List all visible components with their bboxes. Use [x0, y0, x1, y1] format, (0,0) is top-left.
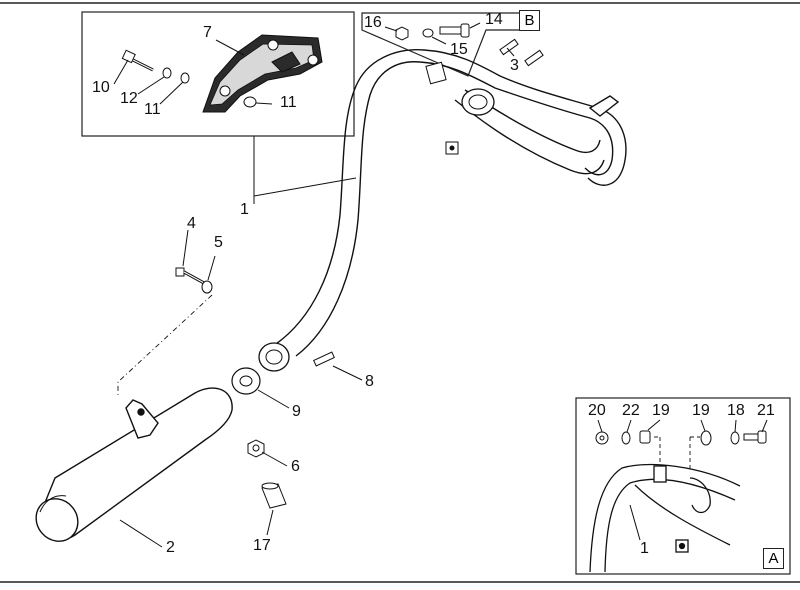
callout-1-detail: 1 — [640, 540, 649, 557]
bolt-4-icon — [175, 267, 205, 285]
pipe-outlet-flange-icon — [258, 342, 290, 372]
manifold-flange-icon — [425, 61, 495, 155]
callout-3: 3 — [510, 57, 519, 74]
callout-11-a: 11 — [144, 101, 161, 118]
nut-6-icon — [247, 439, 265, 458]
callout-21: 21 — [757, 402, 775, 419]
gasket-9-icon — [231, 367, 261, 395]
callout-15: 15 — [450, 41, 468, 58]
detail-tag-a: A — [763, 548, 784, 569]
washer-5-icon — [201, 280, 213, 294]
detail-tag-b: B — [519, 10, 540, 31]
bolt-3-icon — [499, 38, 544, 67]
nut-16-icon — [395, 26, 409, 41]
spacer-17-icon — [261, 482, 287, 509]
callout-10: 10 — [92, 79, 110, 96]
callout-5: 5 — [214, 234, 223, 251]
bolt-8-icon — [313, 351, 335, 367]
callout-7: 7 — [203, 24, 212, 41]
screw-10-icon — [121, 49, 154, 72]
detail-a-frame — [575, 397, 791, 575]
heat-shield-inset-frame — [81, 11, 355, 137]
callout-4: 4 — [187, 215, 196, 232]
callout-8: 8 — [365, 373, 374, 390]
callout-17: 17 — [253, 537, 271, 554]
callout-16: 16 — [364, 14, 382, 31]
callout-2: 2 — [166, 539, 175, 556]
detail-a-pipe-icon — [589, 463, 741, 573]
callout-6: 6 — [291, 458, 300, 475]
callout-14: 14 — [485, 11, 503, 28]
callout-9: 9 — [292, 403, 301, 420]
callout-1-main: 1 — [240, 201, 249, 218]
callout-12: 12 — [120, 90, 138, 107]
callout-22: 22 — [622, 402, 640, 419]
exhaust-pipe-icon — [275, 49, 627, 357]
callout-20: 20 — [588, 402, 606, 419]
washer-12-icon — [162, 67, 172, 79]
detail-a-fasteners-icon — [595, 430, 767, 446]
washer-11b-icon — [243, 96, 257, 108]
callout-11-b: 11 — [280, 94, 297, 111]
callout-18: 18 — [727, 402, 745, 419]
bolt-14-icon — [439, 23, 470, 38]
callout-19-a: 19 — [652, 402, 670, 419]
heat-shield-icon — [202, 34, 323, 113]
washer-15-icon — [422, 28, 434, 38]
washer-11-icon — [180, 72, 190, 84]
callout-19-b: 19 — [692, 402, 710, 419]
muffler-icon — [35, 387, 233, 542]
